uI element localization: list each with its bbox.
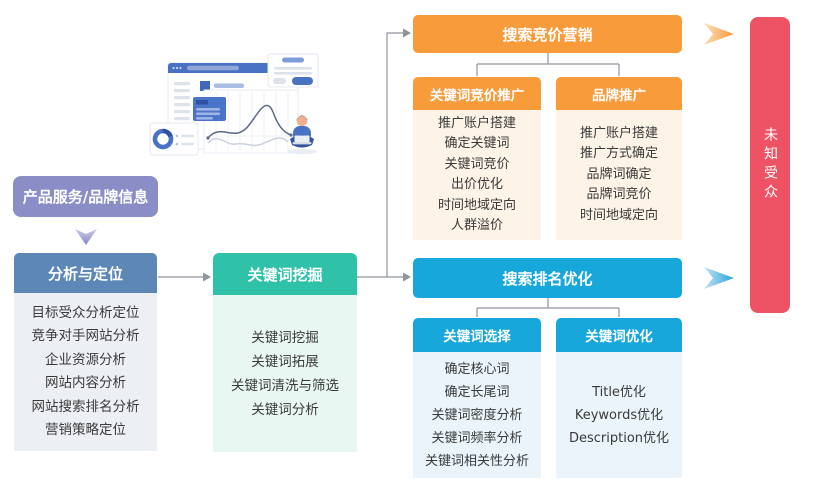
unknown-audience-label: 未知受众 [762,127,778,203]
list-item: 推广方式确定 [579,146,658,162]
list-item: 关键词竞价 [444,156,510,172]
list-item: 关键词密度分析 [431,407,523,423]
list-item: 营销策略定位 [45,422,126,438]
keyword-bidding-header: 关键词竞价推广 [413,77,541,110]
list-item: 企业资源分析 [45,351,126,368]
list-item: 目标受众分析定位 [31,304,140,321]
analytics-illustration [149,53,319,156]
list-item: 推广账户搭建 [437,115,516,131]
list-item: 竞争对手网站分析 [31,328,140,344]
list-item: 确定长尾词 [444,384,510,400]
keyword-optimization-header: 关键词优化 [556,318,682,352]
keyword-optimization-list: Title优化 Keywords优化 Description优化 [556,352,682,478]
analysis-positioning-title: 分析与定位 [47,264,123,283]
list-item: 关键词挖掘 [251,329,319,346]
keyword-mining-header: 关键词挖掘 [213,253,357,295]
list-item: 时间地域定向 [437,197,516,213]
list-item: 出价优化 [450,177,503,192]
list-item: 确定核心词 [444,361,510,377]
list-item: 确定关键词 [444,136,510,151]
keyword-mining-title: 关键词挖掘 [247,265,323,284]
list-item: 关键词清洗与筛选 [231,377,339,394]
sem-header: 搜索竞价营销 [413,15,682,53]
list-item: 品牌词竞价 [586,187,652,203]
stat-card [267,53,319,88]
seo-header: 搜索排名优化 [413,258,682,298]
keyword-selection-header: 关键词选择 [413,318,541,352]
list-item: 关键词拓展 [251,353,319,370]
list-item: 时间地域定向 [579,207,658,223]
sem-title: 搜索竞价营销 [502,25,593,44]
tooltip-card [193,97,226,121]
list-item: 关键词分析 [251,401,319,418]
keyword-selection-list: 确定核心词确定长尾词关键词密度分析关键词频率分析关键词相关性分析 [413,352,541,478]
list-item: 人群溢价 [450,218,503,233]
brand-promotion-header: 品牌推广 [556,77,682,110]
seo-title: 搜索排名优化 [502,269,593,288]
keyword-mining-list: 关键词挖掘关键词拓展关键词清洗与筛选关键词分析 [213,295,357,452]
list-item: Title优化 [592,384,646,400]
unknown-audience-box: 未知受众 [750,17,790,313]
analysis-positioning-header: 分析与定位 [14,253,157,293]
keyword-bidding-list: 推广账户搭建确定关键词关键词竞价出价优化时间地域定向人群溢价 [413,110,541,240]
list-item: 网站搜索排名分析 [31,398,140,415]
flow-arrow-right-orange-icon [704,23,734,45]
list-item: 品牌词确定 [586,166,652,182]
list-item: 关键词频率分析 [431,430,523,446]
list-item: 网站内容分析 [45,375,126,391]
person-with-laptop [287,115,317,155]
chart-line-gray [207,137,289,147]
keyword-bidding-title: 关键词竞价推广 [429,87,525,104]
keyword-selection-title: 关键词选择 [443,329,511,345]
donut-card [149,122,199,156]
product-info-box: 产品服务/品牌信息 [13,176,158,217]
flow-arrow-right-blue-icon [704,267,734,289]
product-info-label: 产品服务/品牌信息 [22,188,149,206]
list-item: 关键词相关性分析 [424,453,529,469]
brand-promotion-title: 品牌推广 [592,87,646,104]
flow-arrow-down-icon [75,229,97,245]
brand-promotion-list: 推广账户搭建推广方式确定品牌词确定品牌词竞价时间地域定向 [556,110,682,240]
chart-panel [203,89,299,154]
keyword-optimization-title: 关键词优化 [585,329,653,345]
list-item: Keywords优化 [574,407,664,423]
analysis-positioning-list: 目标受众分析定位竞争对手网站分析企业资源分析网站内容分析网站搜索排名分析营销策略… [14,293,157,451]
chart-line-dark [207,104,292,139]
list-item: 推广账户搭建 [579,125,658,141]
list-item: Description优化 [568,430,670,446]
